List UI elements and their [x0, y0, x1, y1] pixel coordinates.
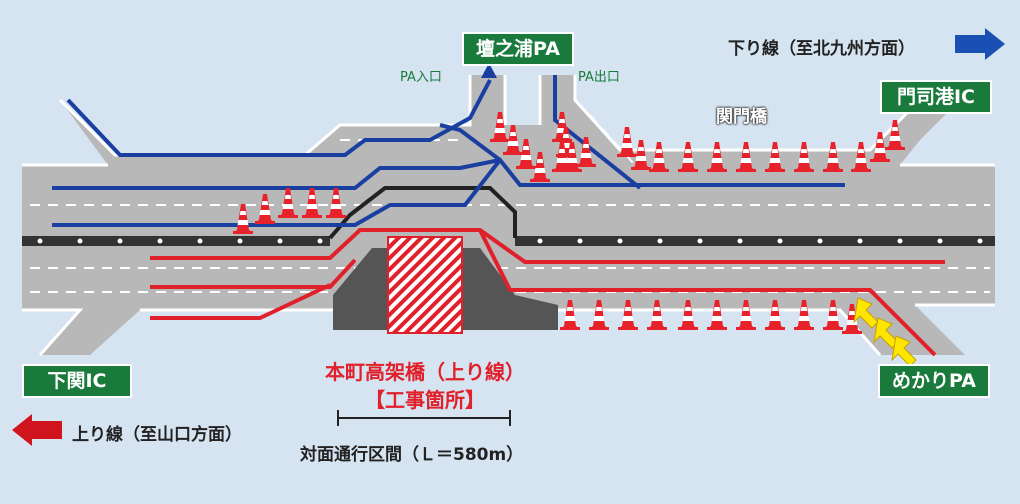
up-line-routes: [150, 228, 945, 357]
dannoura-pa-sign: 壇之浦PA: [462, 32, 574, 66]
span-label: 対面通行区間（Ｌ＝580m）: [300, 445, 524, 465]
shimonoseki-ic-sign: 下関IC: [22, 364, 132, 398]
mekari-pa-sign: めかりPA: [878, 364, 990, 398]
construction-tag: 【工事箇所】: [365, 388, 485, 412]
up-line-label: 上り線（至山口方面）: [72, 425, 242, 445]
construction-name: 本町高架橋（上り線）: [325, 360, 525, 384]
yellow-chevron-icon: [853, 297, 917, 367]
blue-arrow-right-icon: [955, 28, 1005, 60]
pa-exit-label: PA出口: [578, 70, 620, 85]
down-line-routes: [52, 75, 845, 227]
construction-zone: [333, 236, 558, 334]
span-bracket: [337, 410, 511, 426]
down-line-label: 下り線（至北九州方面）: [728, 39, 915, 59]
mojiko-ic-sign: 門司港IC: [880, 80, 992, 114]
kanmon-bridge-label: 関門橋: [716, 107, 767, 127]
pa-entrance-arrow-icon: [481, 63, 497, 78]
pa-entrance-label: PA入口: [400, 70, 442, 85]
red-arrow-left-icon: [12, 414, 62, 446]
